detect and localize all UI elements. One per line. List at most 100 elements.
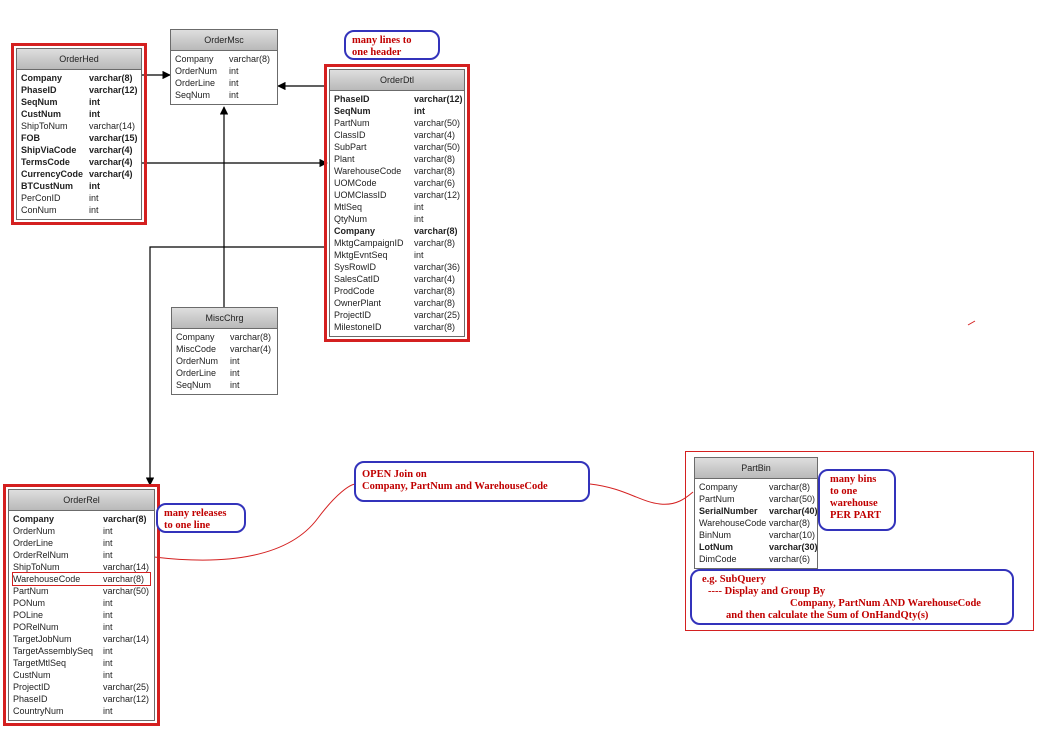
- column-name: OrderRelNum: [13, 550, 69, 560]
- column-type: int: [103, 550, 113, 560]
- column-name: OrderLine: [175, 78, 216, 88]
- column-name: MtlSeq: [334, 202, 363, 212]
- column-type: varchar(6): [769, 554, 811, 564]
- stray-mark: [967, 320, 976, 326]
- column-type: varchar(50): [769, 494, 816, 504]
- note-line: to one: [830, 486, 858, 497]
- column-type: int: [229, 90, 239, 100]
- column-name: PhaseID: [21, 85, 57, 95]
- column-type: varchar(8): [414, 322, 456, 332]
- table-row: BTCustNum int: [21, 180, 137, 192]
- column-type: int: [89, 181, 100, 191]
- column-type: int: [414, 250, 424, 260]
- column-name: PartNum: [13, 586, 49, 596]
- column-type: varchar(30): [769, 542, 818, 552]
- column-type: int: [229, 66, 239, 76]
- column-type: varchar(36): [414, 262, 461, 272]
- column-name: OrderNum: [13, 526, 56, 536]
- column-type: varchar(8): [103, 574, 145, 584]
- column-type: varchar(8): [414, 226, 458, 236]
- note-line: Company, PartNum and WarehouseCode: [362, 481, 548, 492]
- column-type: varchar(12): [89, 85, 138, 95]
- column-type: int: [103, 670, 113, 680]
- column-name: SysRowID: [334, 262, 377, 272]
- column-name: ProjectID: [334, 310, 372, 320]
- column-name: PONum: [13, 598, 46, 608]
- column-name: ClassID: [334, 130, 366, 140]
- column-name: ShipViaCode: [21, 145, 77, 155]
- table-title: OrderHed: [17, 49, 141, 70]
- note-subquery: e.g. SubQuery ---- Display and Group By …: [690, 569, 1014, 625]
- column-name: Company: [13, 514, 55, 524]
- column-name: SeqNum: [176, 380, 212, 390]
- note-line: OPEN Join on: [362, 469, 427, 480]
- column-type: varchar(8): [103, 514, 147, 524]
- column-type: int: [89, 97, 100, 107]
- partbin-group-frame: [685, 451, 1034, 631]
- column-name: CurrencyCode: [21, 169, 84, 179]
- table-row: SeqNum int: [175, 89, 273, 101]
- note-many-bins: many bins to one warehouse PER PART: [818, 469, 896, 531]
- column-type: varchar(8): [414, 238, 456, 248]
- column-name: UOMClassID: [334, 190, 387, 200]
- column-name: SeqNum: [175, 90, 211, 100]
- table-row: OrderRelNum int: [13, 549, 150, 561]
- column-type: varchar(50): [414, 142, 461, 152]
- table-title: PartBin: [695, 458, 817, 479]
- column-type: int: [103, 610, 113, 620]
- column-name: SalesCatID: [334, 274, 380, 284]
- column-name: SeqNum: [21, 97, 58, 107]
- column-type: varchar(8): [769, 482, 811, 492]
- column-type: int: [230, 368, 240, 378]
- column-type: varchar(8): [230, 332, 272, 342]
- column-name: CustNum: [21, 109, 61, 119]
- column-type: varchar(8): [769, 518, 811, 528]
- column-type: varchar(4): [414, 274, 456, 284]
- column-type: varchar(4): [89, 169, 133, 179]
- column-name: Company: [176, 332, 215, 342]
- column-type: varchar(8): [414, 298, 456, 308]
- column-name: WarehouseCode: [334, 166, 402, 176]
- column-type: int: [89, 109, 100, 119]
- table-row: Company varchar(8): [176, 331, 273, 343]
- column-name: SeqNum: [334, 106, 371, 116]
- column-type: int: [103, 706, 113, 716]
- column-name: Company: [699, 482, 738, 492]
- note-line: PER PART: [830, 510, 882, 521]
- column-type: varchar(40): [769, 506, 818, 516]
- column-name: QtyNum: [334, 214, 368, 224]
- column-name: Company: [175, 54, 214, 64]
- column-name: BTCustNum: [21, 181, 73, 191]
- column-type: int: [103, 622, 113, 632]
- column-type: varchar(25): [103, 682, 150, 692]
